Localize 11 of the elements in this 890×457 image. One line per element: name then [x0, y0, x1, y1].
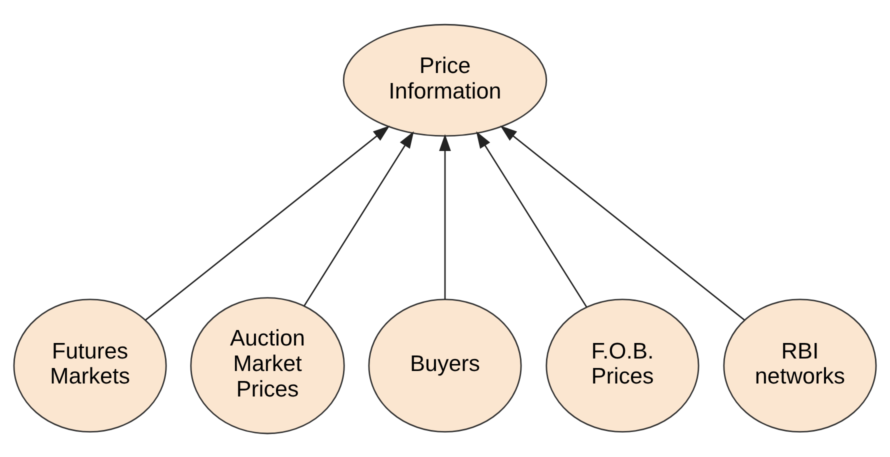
node-ellipse: Price Information	[342, 23, 548, 136]
node-ellipse: F.O.B. Prices	[546, 298, 700, 432]
arrow	[304, 130, 414, 306]
arrow	[145, 125, 390, 320]
node-ellipse: Buyers	[368, 298, 522, 432]
node-ellipse: RBI networks	[723, 298, 877, 432]
arrow	[439, 134, 451, 299]
arrow	[500, 125, 745, 320]
arrow	[476, 130, 588, 307]
node-ellipse: Futures Markets	[13, 298, 167, 432]
node-ellipse: Auction Market Prices	[190, 296, 345, 434]
